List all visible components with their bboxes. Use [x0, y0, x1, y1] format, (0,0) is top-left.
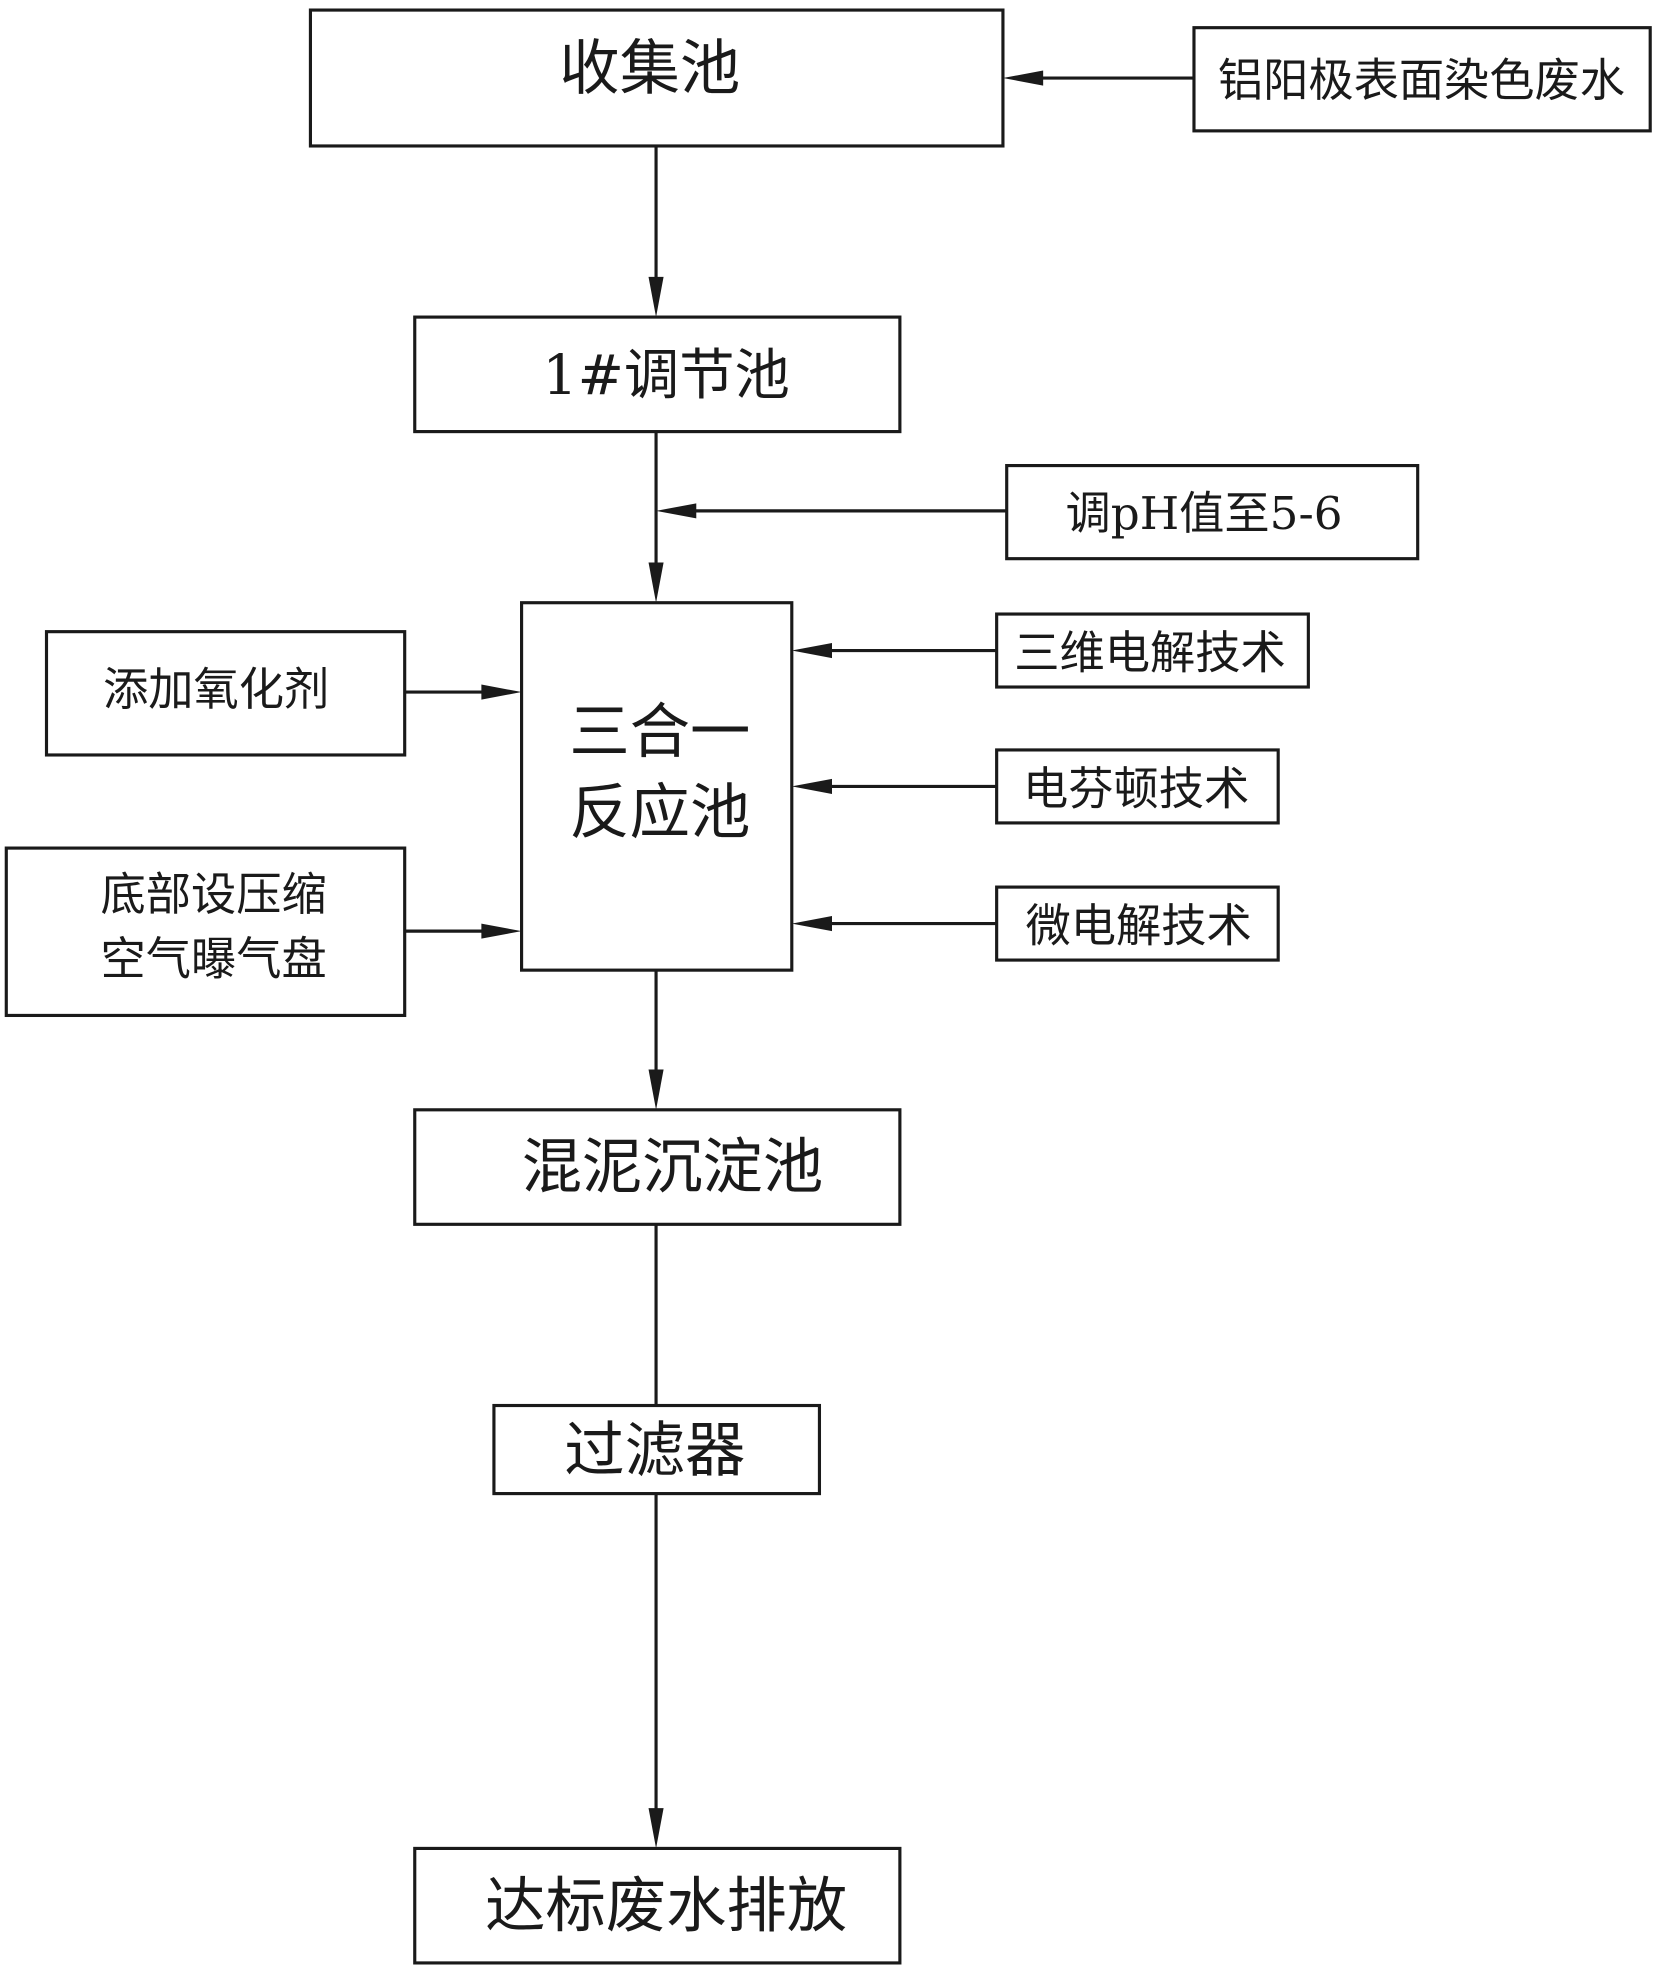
node-electro-fenton: 电芬顿技术 [995, 748, 1280, 825]
arrowhead [648, 276, 664, 318]
aeration-label-line1: 底部设压缩 [101, 868, 327, 921]
ph-adjust-box [1005, 463, 1420, 561]
regulating-tank-box [413, 315, 902, 434]
reactor-box [520, 601, 794, 972]
ph-adjust-label: 调pH值至5-6 [1066, 487, 1343, 540]
arrow-filter-to-discharge [648, 1493, 664, 1849]
filter-box [492, 1403, 822, 1496]
arrowhead [791, 916, 833, 932]
node-regulating-tank: 1#调节池 [413, 315, 902, 434]
node-micro-electrolysis: 微电解技术 [995, 885, 1280, 962]
dye-wastewater-label: 铝阳极表面染色废水 [1218, 54, 1625, 107]
sedimentation-tank-label: 混泥沉淀池 [522, 1133, 824, 1203]
arrow-regulating-to-reactor [648, 431, 664, 603]
electro-fenton-label: 电芬顿技术 [1023, 762, 1249, 815]
arrow-dye-wastewater-to-collection [1002, 70, 1194, 86]
node-reactor: 三合一 反应池 [520, 601, 794, 972]
arrowhead [481, 684, 522, 700]
collection-tank-label: 收集池 [559, 34, 740, 104]
node-ph-adjust: 调pH值至5-6 [1005, 463, 1420, 561]
aeration-box [4, 846, 407, 1018]
arrowhead [648, 1069, 664, 1110]
arrow-electrolysis-3d-to-reactor [791, 642, 997, 659]
arrow-collection-to-regulating [648, 145, 664, 318]
arrowhead [648, 1808, 664, 1849]
arrowhead [656, 503, 697, 519]
micro-electrolysis-label: 微电解技术 [1026, 900, 1252, 953]
node-collection-tank: 收集池 [308, 8, 1005, 148]
node-filter: 过滤器 [492, 1403, 822, 1496]
add-oxidant-label: 添加氧化剂 [103, 663, 329, 716]
arrowhead [791, 642, 833, 659]
arrowhead [481, 923, 522, 939]
dye-wastewater-box [1192, 26, 1652, 133]
sedimentation-tank-box [413, 1108, 902, 1226]
node-sedimentation-tank: 混泥沉淀池 [413, 1108, 902, 1226]
discharge-label: 达标废水排放 [485, 1871, 847, 1941]
electrolysis-3d-label: 三维电解技术 [1014, 627, 1285, 680]
node-aeration: 底部设压缩 空气曝气盘 [4, 846, 407, 1018]
arrowhead [1002, 70, 1044, 86]
reactor-label-line1: 三合一 [569, 697, 750, 767]
filter-label: 过滤器 [564, 1416, 745, 1486]
node-electrolysis-3d: 三维电解技术 [995, 612, 1310, 689]
node-add-oxidant: 添加氧化剂 [44, 630, 407, 757]
arrowhead [791, 778, 833, 794]
arrow-reactor-to-sedimentation [648, 970, 664, 1110]
electrolysis-3d-box [995, 612, 1310, 689]
arrow-ph-adjust-to-line [656, 503, 1007, 519]
arrow-electro-fenton-to-reactor [791, 778, 997, 794]
discharge-box [413, 1846, 902, 1965]
collection-tank-box [308, 8, 1005, 148]
regulating-tank-label: 1#调节池 [542, 344, 789, 408]
reactor-label-line2: 反应池 [569, 778, 750, 848]
arrow-add-oxidant-to-reactor [404, 684, 522, 700]
arrow-aeration-to-reactor [404, 923, 522, 939]
arrow-micro-electrolysis-to-reactor [791, 916, 997, 932]
add-oxidant-box [44, 630, 407, 757]
node-discharge: 达标废水排放 [413, 1846, 902, 1965]
arrowhead [648, 562, 664, 603]
aeration-label-line2: 空气曝气盘 [101, 932, 327, 985]
node-dye-wastewater: 铝阳极表面染色废水 [1192, 26, 1652, 133]
